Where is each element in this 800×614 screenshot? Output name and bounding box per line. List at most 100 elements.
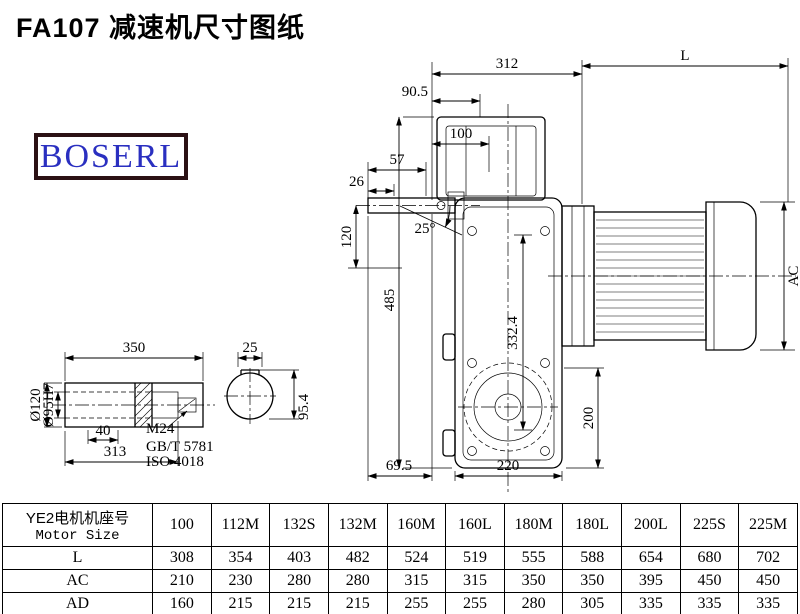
dim-26-label: 26 [349,174,365,190]
table-cell: 519 [445,546,505,570]
boserl-logo-text: BOSERL [39,137,183,175]
table-cell: 215 [327,592,388,614]
dim-40-label: 40 [96,423,111,439]
table-cell: 215 [210,592,271,614]
table-cell: 403 [269,546,329,570]
table-cell: 305 [562,592,622,614]
thread-gbt-label: GB/T 5781 [146,439,214,455]
size-column-header: 132M [327,503,388,547]
dim-L-label: L [680,48,689,64]
dimension-332-4: 332.4 [505,234,532,431]
table-cell: 280 [503,592,564,614]
dimension-312: 312 [431,56,583,204]
dim-95-4-label: 95.4 [296,393,312,420]
motor-size-header-cell: YE2电机机座号 Motor Size [2,503,153,547]
row-label: AD [2,592,153,614]
table-cell: 230 [210,569,271,593]
size-column-header: 160L [445,503,505,547]
dimension-100: 100 [431,126,490,172]
table-cell: 350 [562,569,622,593]
gearbox-outline [436,116,563,469]
table-cell: 555 [503,546,564,570]
table-cell: 680 [679,546,740,570]
dimension-40: 40 [87,423,119,444]
keyway-section-view [224,368,276,424]
dim-312-label: 312 [496,56,519,72]
centerlines [356,104,796,492]
technical-drawing: 312 L 90.5 100 57 26 [28,48,800,492]
table-cell: 588 [562,546,622,570]
dim-69-5-label: 69.5 [386,458,412,474]
boserl-logo: BOSERL [34,133,188,180]
table-cell: 255 [445,592,505,614]
dim-dia120-label: Ø120 [28,388,44,421]
dim-332-4-label: 332.4 [505,316,521,350]
dim-485-label: 485 [382,289,398,312]
dim-220-label: 220 [497,458,520,474]
page-title: FA107 减速机尺寸图纸 [16,13,306,43]
dim-350-label: 350 [123,340,146,356]
size-column-header: 100 [152,503,212,547]
dim-dia95H7-label: Ø95H7 [41,382,57,427]
table-cell: 450 [738,569,798,593]
table-cell: 335 [679,592,740,614]
dim-120-label: 120 [339,226,355,249]
table-cell: 215 [269,592,329,614]
dimension-350: 350 [64,340,204,381]
table-row-AD: AD 160 215 215 215 255 255 280 305 335 3… [2,592,798,614]
size-column-header: 200L [621,503,681,547]
table-cell: 315 [386,569,447,593]
dimension-69-5: 69.5 [367,214,433,481]
dimension-25deg: 25° [399,205,463,237]
dim-90-5-label: 90.5 [402,84,428,100]
size-column-header: 225S [679,503,740,547]
header-english: Motor Size [35,527,120,544]
table-cell: 280 [269,569,329,593]
row-label: L [2,546,153,570]
table-cell: 654 [621,546,681,570]
table-cell: 350 [503,569,564,593]
dim-200-label: 200 [581,407,597,430]
dimension-key25: 25 [237,340,263,367]
row-label: AC [2,569,153,593]
dimension-220: 220 [454,458,563,481]
dim-57-label: 57 [390,152,406,168]
size-column-header: 180L [562,503,622,547]
table-cell: 210 [152,569,212,593]
table-cell: 354 [210,546,271,570]
table-cell: 308 [152,546,212,570]
table-cell: 335 [738,592,798,614]
table-cell: 450 [679,569,740,593]
size-column-header: 225M [738,503,798,547]
dimension-120: 120 [339,205,402,269]
dimension-26: 26 [349,174,395,196]
table-cell: 160 [152,592,212,614]
table-cell: 702 [738,546,798,570]
size-column-header: 112M [210,503,271,547]
dimension-200: 200 [564,367,604,469]
thread-iso-label: ISO 4018 [146,454,204,470]
table-cell: 255 [386,592,447,614]
dimension-90-5: 90.5 [402,84,481,117]
table-cell: 315 [445,569,505,593]
dim-100-label: 100 [450,126,473,142]
table-row-L: L 308 354 403 482 524 519 555 588 654 68… [2,546,798,570]
thread-callout: M24 GB/T 5781 ISO 4018 [146,410,214,470]
thread-m24-label: M24 [146,421,175,437]
shaft-detail-view [52,382,215,428]
size-column-header: 180M [503,503,564,547]
dimension-AC: AC [760,201,800,351]
table-cell: 524 [386,546,447,570]
dimension-313: 313 [64,421,179,466]
dimension-485: 485 [382,116,452,469]
dimension-L: L [581,48,789,202]
table-header-row: YE2电机机座号 Motor Size 100 112M 132S 132M 1… [2,503,798,547]
dim-AC-label: AC [786,266,800,287]
table-cell: 482 [327,546,388,570]
dim-313-label: 313 [104,444,127,460]
dimension-dia120: Ø120 [28,382,62,428]
table-cell: 395 [621,569,681,593]
motor-size-table: YE2电机机座号 Motor Size 100 112M 132S 132M 1… [2,503,798,614]
dim-25deg-label: 25° [415,221,436,237]
